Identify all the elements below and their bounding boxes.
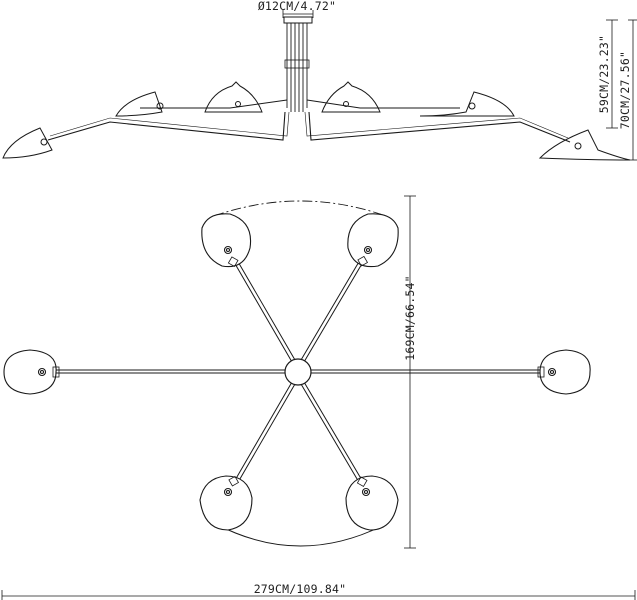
shade-inner-left <box>204 81 263 113</box>
total-span-label: 279CM/109.84" <box>254 582 347 596</box>
drop-height-label: 59CM/23.23" <box>597 35 611 113</box>
total-height-dimension-line <box>628 19 637 161</box>
total-height-label: 70CM/27.56" <box>618 51 632 129</box>
shade-far-right <box>538 129 631 161</box>
plan-depth-label: 169CM/66.54" <box>403 275 417 360</box>
bottom-outline-arc <box>215 523 387 547</box>
right-long-arm <box>308 111 571 143</box>
total-span-dimension-line <box>1 590 636 600</box>
shade-near-right <box>419 91 515 117</box>
plan-shade-top-left <box>201 213 252 268</box>
plan-shade-top-right <box>347 213 399 268</box>
drop-height-dimension-line <box>606 19 618 129</box>
center-rods <box>284 23 310 112</box>
plan-view <box>1 195 636 600</box>
plan-shade-left <box>3 349 60 395</box>
canopy-plate <box>283 16 313 24</box>
plan-shade-bottom-left <box>199 475 253 531</box>
center-hub <box>284 358 312 386</box>
plan-shade-bottom-right <box>345 475 399 531</box>
plan-shade-right <box>537 349 591 395</box>
left-mid-arm <box>140 99 288 109</box>
shade-far-left <box>2 127 53 159</box>
elevation-view <box>2 10 637 161</box>
canopy-dimension-line <box>282 10 314 18</box>
right-long-arm-inner <box>304 111 569 139</box>
shade-inner-right <box>321 81 381 113</box>
right-mid-arm <box>306 99 460 109</box>
left-long-arm <box>47 111 286 141</box>
canopy-diameter-label: Ø12CM/4.72" <box>258 0 336 13</box>
plan-depth-dimension-line <box>404 195 416 549</box>
left-long-arm-inner <box>49 111 290 137</box>
top-outline-arc <box>213 200 387 217</box>
shade-near-left <box>115 91 164 117</box>
